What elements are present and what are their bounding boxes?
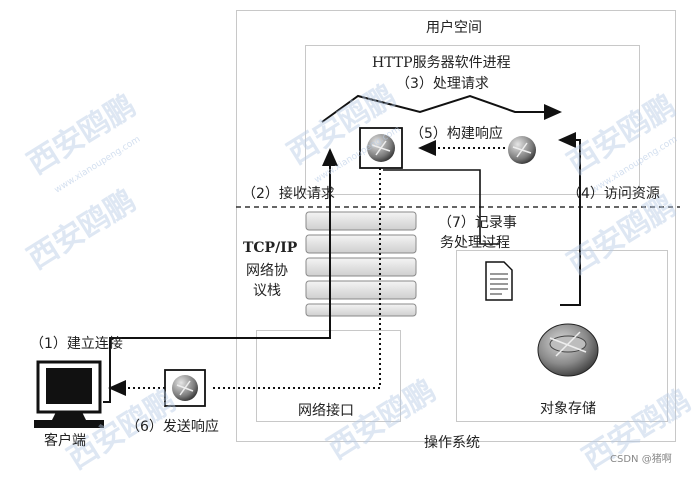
tcpip-label-line1: TCP/IP bbox=[243, 240, 298, 256]
http-process-title: HTTP服务器软件进程 bbox=[372, 55, 511, 71]
object-storage-label: 对象存储 bbox=[540, 401, 596, 417]
os-label: 操作系统 bbox=[424, 435, 480, 451]
user-space-title: 用户空间 bbox=[426, 20, 482, 36]
processing-zigzag-arrow bbox=[321, 94, 562, 123]
network-interface-label: 网络接口 bbox=[298, 403, 354, 419]
object-storage-disk-icon bbox=[537, 323, 599, 377]
step3-label: （3）处理请求 bbox=[396, 76, 489, 92]
step2-label: （2）接收请求 bbox=[242, 186, 335, 202]
object-storage-box bbox=[456, 250, 668, 422]
step5-label: （5）构建响应 bbox=[410, 126, 503, 142]
network-interface-box bbox=[256, 330, 401, 422]
log-path-arrow bbox=[383, 169, 500, 245]
tcpip-stack-graphic bbox=[305, 211, 417, 317]
operating-system-box bbox=[236, 10, 676, 442]
tcpip-label-line3: 议栈 bbox=[253, 283, 281, 299]
credit-text: CSDN @猪啊 bbox=[610, 454, 672, 465]
http-process-box bbox=[305, 45, 640, 195]
client-computer-icon bbox=[34, 360, 104, 428]
request-path-arrow bbox=[103, 148, 338, 403]
process-core-icon bbox=[359, 127, 403, 169]
step1-label: （1）建立连接 bbox=[30, 336, 123, 352]
step4-label: （4）访问资源 bbox=[567, 186, 660, 202]
response-builder-icon bbox=[508, 136, 536, 164]
log-document-icon bbox=[485, 261, 513, 301]
step6-label: （6）发送响应 bbox=[126, 419, 219, 435]
tcpip-label-line2: 网络协 bbox=[246, 263, 288, 279]
access-resource-arrow bbox=[558, 132, 581, 306]
client-label: 客户端 bbox=[44, 433, 86, 449]
send-response-icon bbox=[164, 369, 206, 407]
step7-label-line1: （7）记录事 bbox=[438, 215, 517, 231]
send-response-arrow bbox=[210, 168, 381, 389]
step7-label-line2: 务处理过程 bbox=[440, 235, 510, 251]
